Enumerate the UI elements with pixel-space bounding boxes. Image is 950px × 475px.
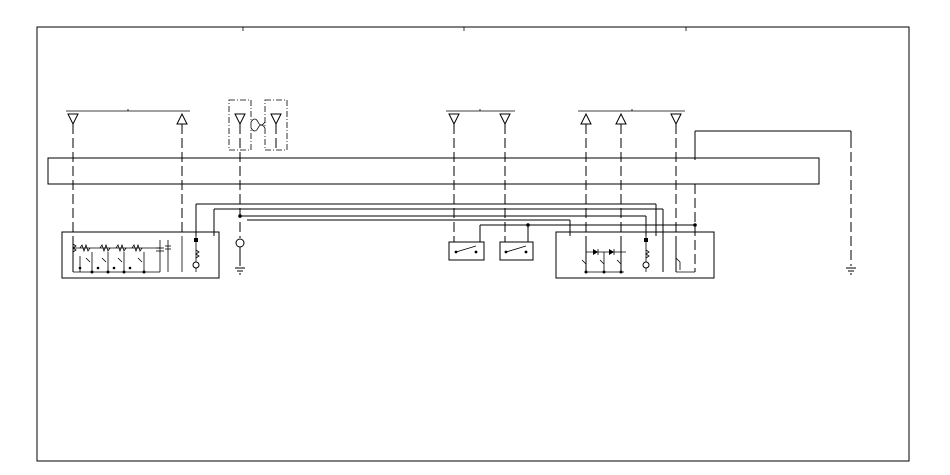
connector-group-1 [66, 109, 190, 236]
lamp-icon [642, 236, 650, 272]
terminal-down-4 [448, 113, 460, 126]
switch-array-icon [78, 252, 145, 272]
terminal-down-2 [234, 113, 246, 126]
diode-icon [593, 249, 615, 255]
ground-icon [235, 267, 245, 275]
terminal-down-1 [67, 113, 79, 126]
connector-group-2 [228, 99, 288, 238]
connector-group-4 [578, 109, 685, 236]
switch-box-1 [448, 241, 485, 261]
terminal-up-3 [615, 112, 627, 125]
left-control-module [61, 231, 220, 279]
lamp-icon [235, 238, 245, 248]
indicator-lamp-ground [235, 238, 245, 275]
ground-line-right [694, 130, 856, 275]
terminal-up-2 [580, 112, 592, 125]
terminal-down-5 [499, 113, 511, 126]
terminal-up-1 [176, 112, 188, 125]
capacitor-icon [156, 240, 171, 272]
switch-box-2 [499, 241, 534, 261]
terminal-down-3 [270, 113, 282, 126]
connector-group-3 [446, 109, 515, 242]
wiring-bus [195, 203, 697, 242]
lamp-icon [192, 236, 200, 272]
drawing-frame [36, 26, 910, 462]
terminal-down-6 [670, 113, 682, 126]
right-control-module [555, 231, 715, 279]
ground-icon [846, 267, 856, 275]
main-connector-bar [47, 157, 820, 185]
